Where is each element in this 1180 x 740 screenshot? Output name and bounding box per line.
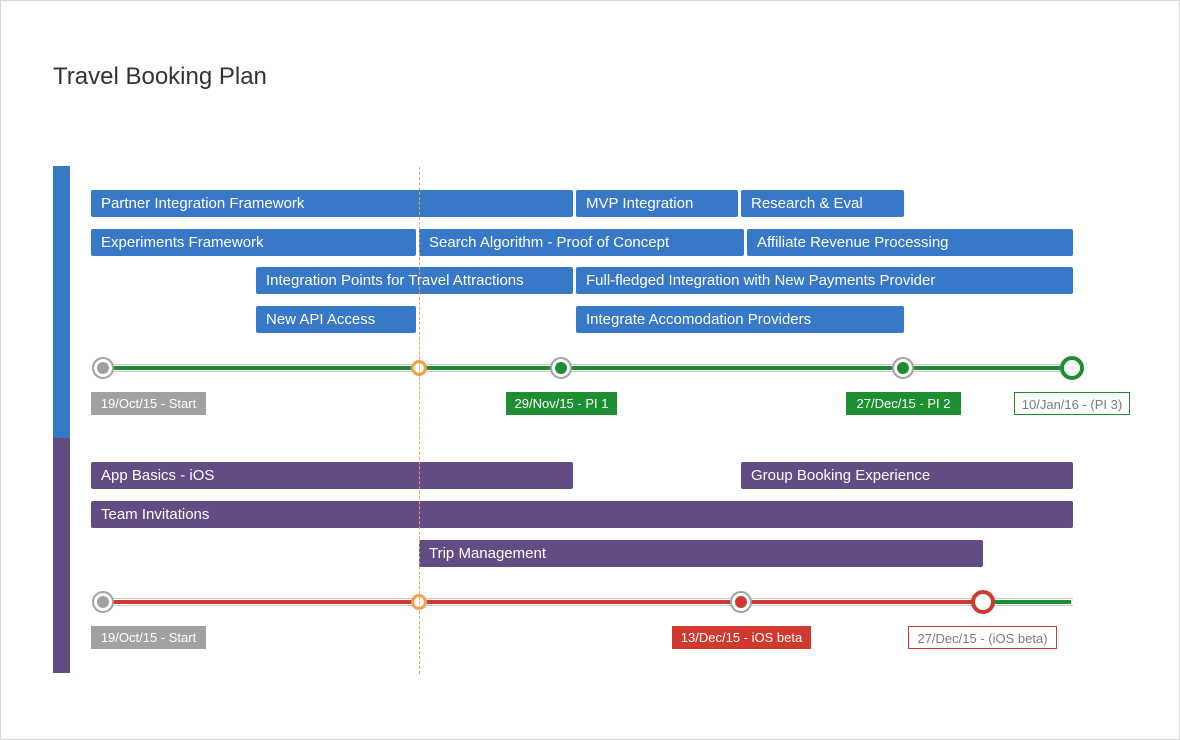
- timeline-progress: [983, 600, 1071, 604]
- milestone-label: 27/Dec/15 - (iOS beta): [908, 626, 1057, 649]
- task-bar[interactable]: Partner Integration Framework: [91, 190, 573, 217]
- milestone-label: 27/Dec/15 - PI 2: [846, 392, 961, 415]
- milestone-node[interactable]: [1060, 356, 1084, 380]
- timeline-track-top: [103, 364, 1073, 372]
- task-bar[interactable]: Affiliate Revenue Processing: [747, 229, 1073, 256]
- milestone-label: 13/Dec/15 - iOS beta: [672, 626, 811, 649]
- task-bar[interactable]: Research & Eval: [741, 190, 904, 217]
- page-title: Travel Booking Plan: [53, 63, 267, 90]
- milestone-node[interactable]: [92, 591, 114, 613]
- task-bar[interactable]: App Basics - iOS: [91, 462, 573, 489]
- task-bar[interactable]: Group Booking Experience: [741, 462, 1073, 489]
- task-bar[interactable]: Integrate Accomodation Providers: [576, 306, 904, 333]
- task-bar[interactable]: Experiments Framework: [91, 229, 416, 256]
- task-bar[interactable]: New API Access: [256, 306, 416, 333]
- timeline-progress-late: [103, 600, 983, 604]
- timeline-progress: [103, 366, 1071, 370]
- today-marker-line: [419, 167, 420, 674]
- task-bar[interactable]: Trip Management: [419, 540, 983, 567]
- task-bar[interactable]: Search Algorithm - Proof of Concept: [419, 229, 744, 256]
- milestone-node[interactable]: [892, 357, 914, 379]
- milestone-label: 19/Oct/15 - Start: [91, 392, 206, 415]
- timeline-track-bottom: [103, 598, 1073, 606]
- milestone-node[interactable]: [971, 590, 995, 614]
- milestone-node[interactable]: [550, 357, 572, 379]
- task-bar[interactable]: Full-fledged Integration with New Paymen…: [576, 267, 1073, 294]
- task-bar[interactable]: MVP Integration: [576, 190, 738, 217]
- milestone-node[interactable]: [92, 357, 114, 379]
- task-bar[interactable]: Integration Points for Travel Attraction…: [256, 267, 573, 294]
- milestone-label: 29/Nov/15 - PI 1: [506, 392, 617, 415]
- milestone-node[interactable]: [730, 591, 752, 613]
- lane-strip-top: [53, 166, 70, 438]
- lane-strip-bottom: [53, 438, 70, 673]
- milestone-label: 10/Jan/16 - (PI 3): [1014, 392, 1130, 415]
- milestone-label: 19/Oct/15 - Start: [91, 626, 206, 649]
- task-bar[interactable]: Team Invitations: [91, 501, 1073, 528]
